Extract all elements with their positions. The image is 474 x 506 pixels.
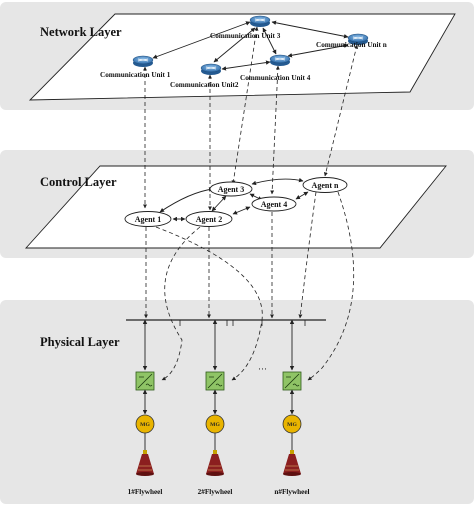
flywheel-label-n: n#Flywheel [274, 488, 309, 496]
cu2-label: Communication Unit2 [170, 81, 239, 89]
physical-layer-title: Physical Layer [40, 335, 120, 349]
bus-drops [142, 319, 295, 371]
cu3-label: Communication Unit 3 [210, 32, 281, 40]
cu4-label: Communication Unit 4 [240, 74, 311, 82]
link-cu4-agent4 [270, 65, 280, 195]
ellipsis-text: ··· [258, 364, 267, 374]
mg-label-1: MG [140, 422, 150, 428]
router-icon [347, 33, 369, 45]
agent-2-node [185, 211, 233, 227]
flywheel-icon [136, 450, 154, 476]
control-physical-links [144, 191, 355, 381]
link-agentn-bus [298, 191, 317, 319]
link-agentn-convertern [307, 191, 355, 381]
link-cun-agentn [323, 44, 359, 177]
network-layer-title: Network Layer [40, 25, 122, 39]
link-agent2-agent4 [232, 206, 251, 215]
converter-icon [282, 371, 302, 391]
link-cu3-agent3 [231, 26, 259, 185]
converter-icon [205, 371, 225, 391]
agent-4-node [251, 196, 297, 212]
mg-icon: MG [282, 414, 302, 434]
mg-flywheel-links [144, 433, 293, 450]
agent-1-node [124, 211, 172, 227]
agent-1-label: Agent 1 [135, 215, 161, 224]
flywheel-label-2: 2#Flywheel [198, 488, 233, 496]
cu1-label: Communication Unit 1 [100, 71, 171, 79]
flywheel-icon [283, 450, 301, 476]
router-icon [249, 15, 271, 27]
agent-2-label: Agent 2 [196, 215, 222, 224]
link-agent4-agentn [295, 191, 309, 200]
agent-3-node [209, 181, 253, 197]
cun-label: Communication Unit n [316, 41, 387, 49]
agent-n-label: Agent n [312, 181, 339, 190]
mg-label-2: MG [210, 422, 220, 428]
agent-4-label: Agent 4 [261, 200, 287, 209]
converter-icon [135, 371, 155, 391]
mg-icon: MG [205, 414, 225, 434]
link-agent1-converter2 [155, 226, 263, 381]
link-agent3-agentn [251, 177, 304, 186]
mg-icon: MG [135, 414, 155, 434]
router-icon [269, 54, 291, 66]
mg-label-n: MG [287, 422, 297, 428]
flywheel-label-1: 1#Flywheel [128, 488, 163, 496]
converter-mg-links [142, 389, 295, 415]
agent-3-label: Agent 3 [218, 185, 244, 194]
physical-layer-band [0, 300, 474, 504]
link-cu3-cu4 [262, 27, 277, 55]
control-layer-title: Control Layer [40, 175, 117, 189]
link-agent1-agent3 [159, 187, 214, 213]
link-agent2-agent3 [211, 195, 227, 212]
link-cu3-cun [271, 20, 349, 39]
agent-n-node [302, 177, 348, 193]
router-icon [200, 63, 222, 75]
flywheel-icon [206, 450, 224, 476]
router-icon [132, 55, 154, 67]
